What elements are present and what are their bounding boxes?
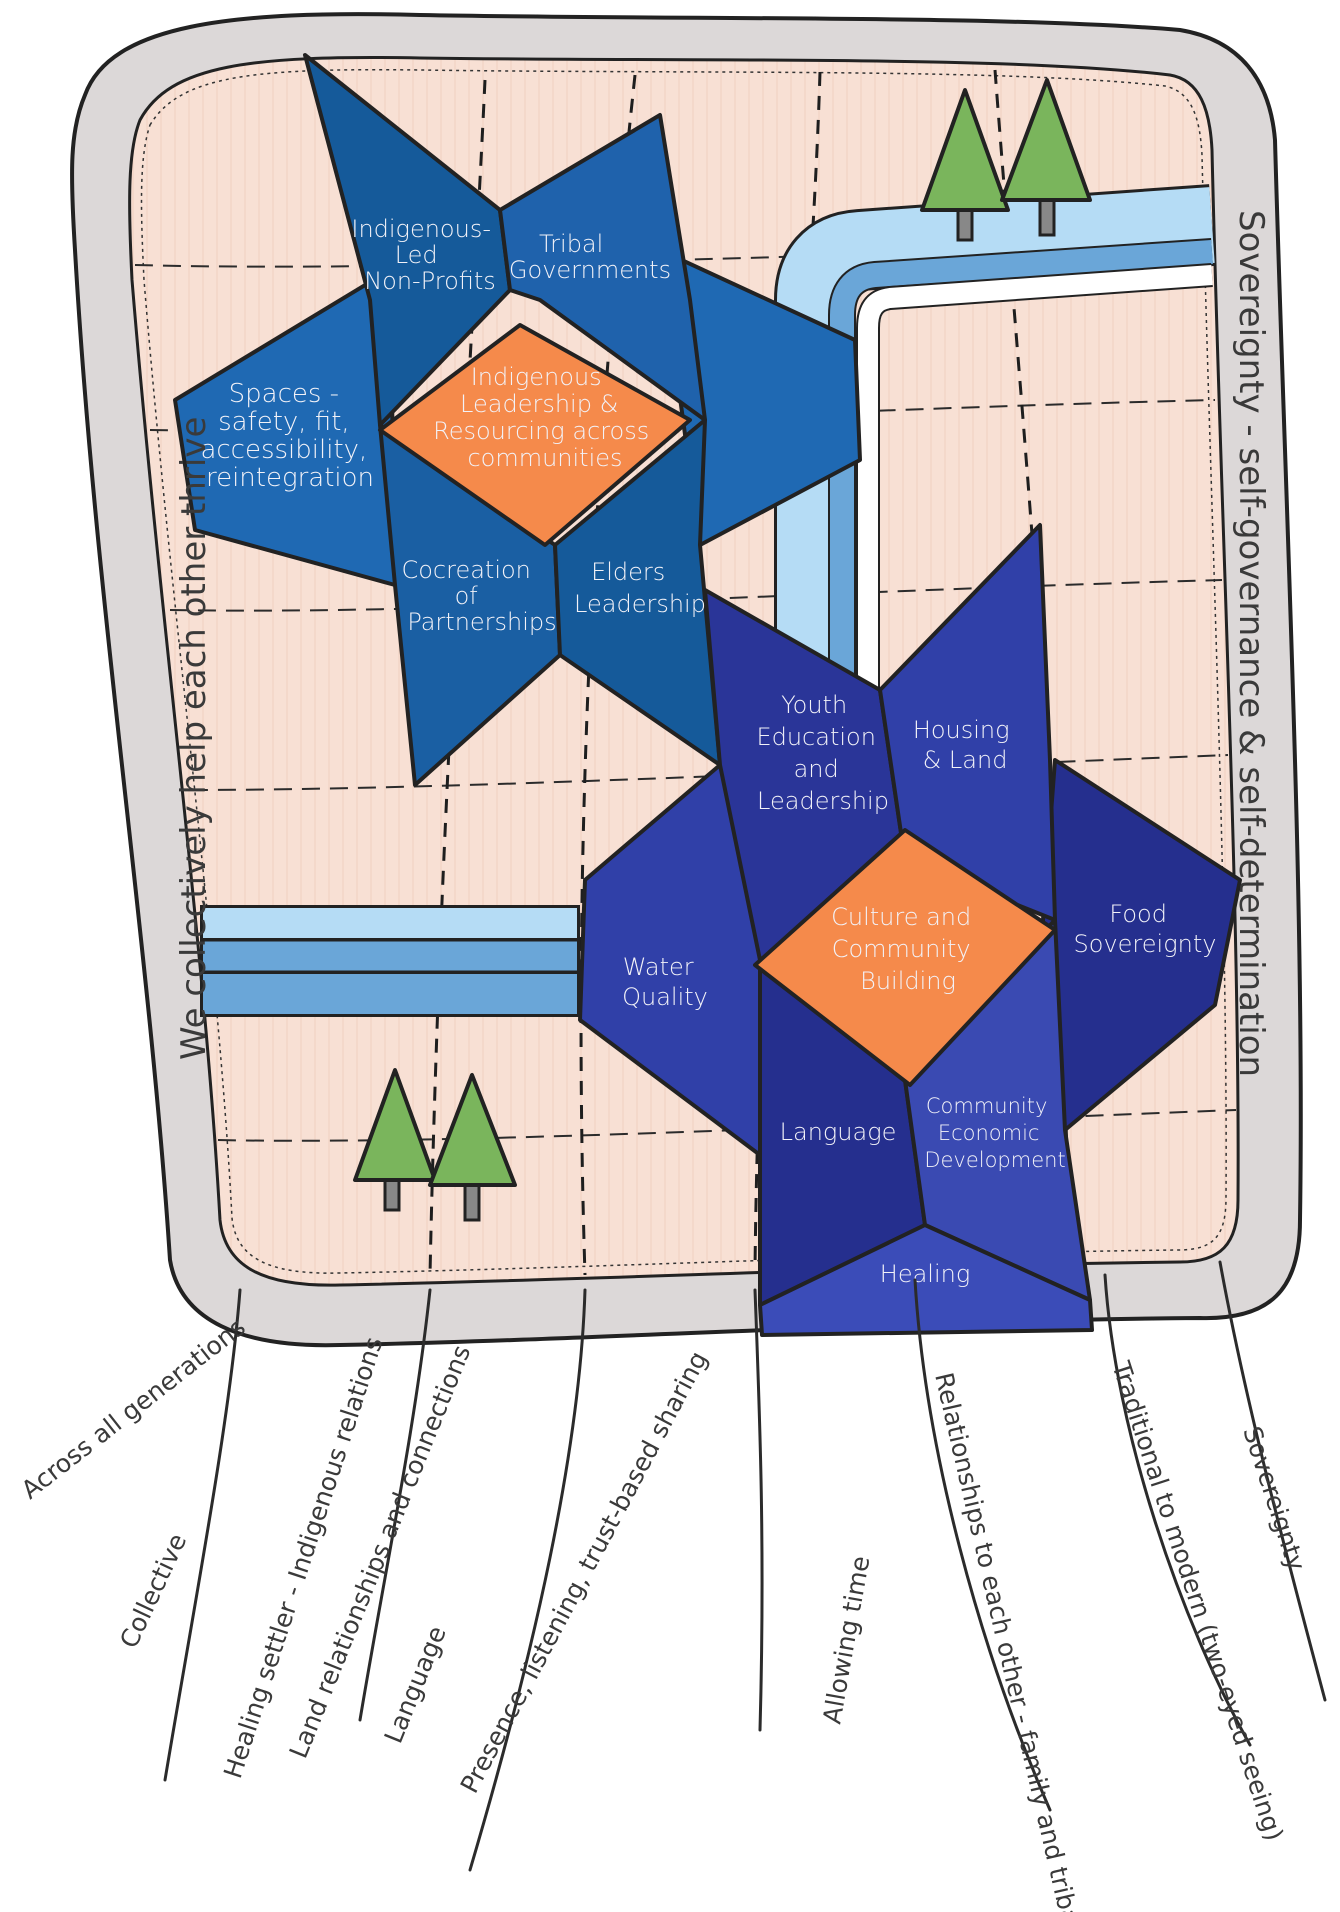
side-label-left: We collectively help each other thrive <box>174 417 214 1060</box>
fringe-labels: Across all generations Collective Healin… <box>16 1312 1311 1912</box>
side-label-right: Sovereignty - self-governance & self-det… <box>1231 210 1271 1077</box>
fringe-label-presence-listening: Presence, listening, trust-based sharing <box>455 1346 713 1797</box>
label-healing: Healing <box>880 1260 970 1288</box>
fringe-label-allowing-time: Allowing time <box>817 1554 875 1726</box>
fringe-label-language: Language <box>379 1622 452 1747</box>
fringe-label-relationships: Relationships to each other - family and… <box>929 1370 1086 1912</box>
fringe-label-sovereignty: Sovereignty <box>1237 1423 1311 1575</box>
label-community-economic-development: Community Economic Development <box>924 1094 1065 1172</box>
fringe-strings <box>165 1262 1325 1870</box>
fringe-label-collective: Collective <box>114 1529 192 1652</box>
river-icon-lower <box>200 905 580 1017</box>
label-language-patch: Language <box>780 1118 897 1146</box>
